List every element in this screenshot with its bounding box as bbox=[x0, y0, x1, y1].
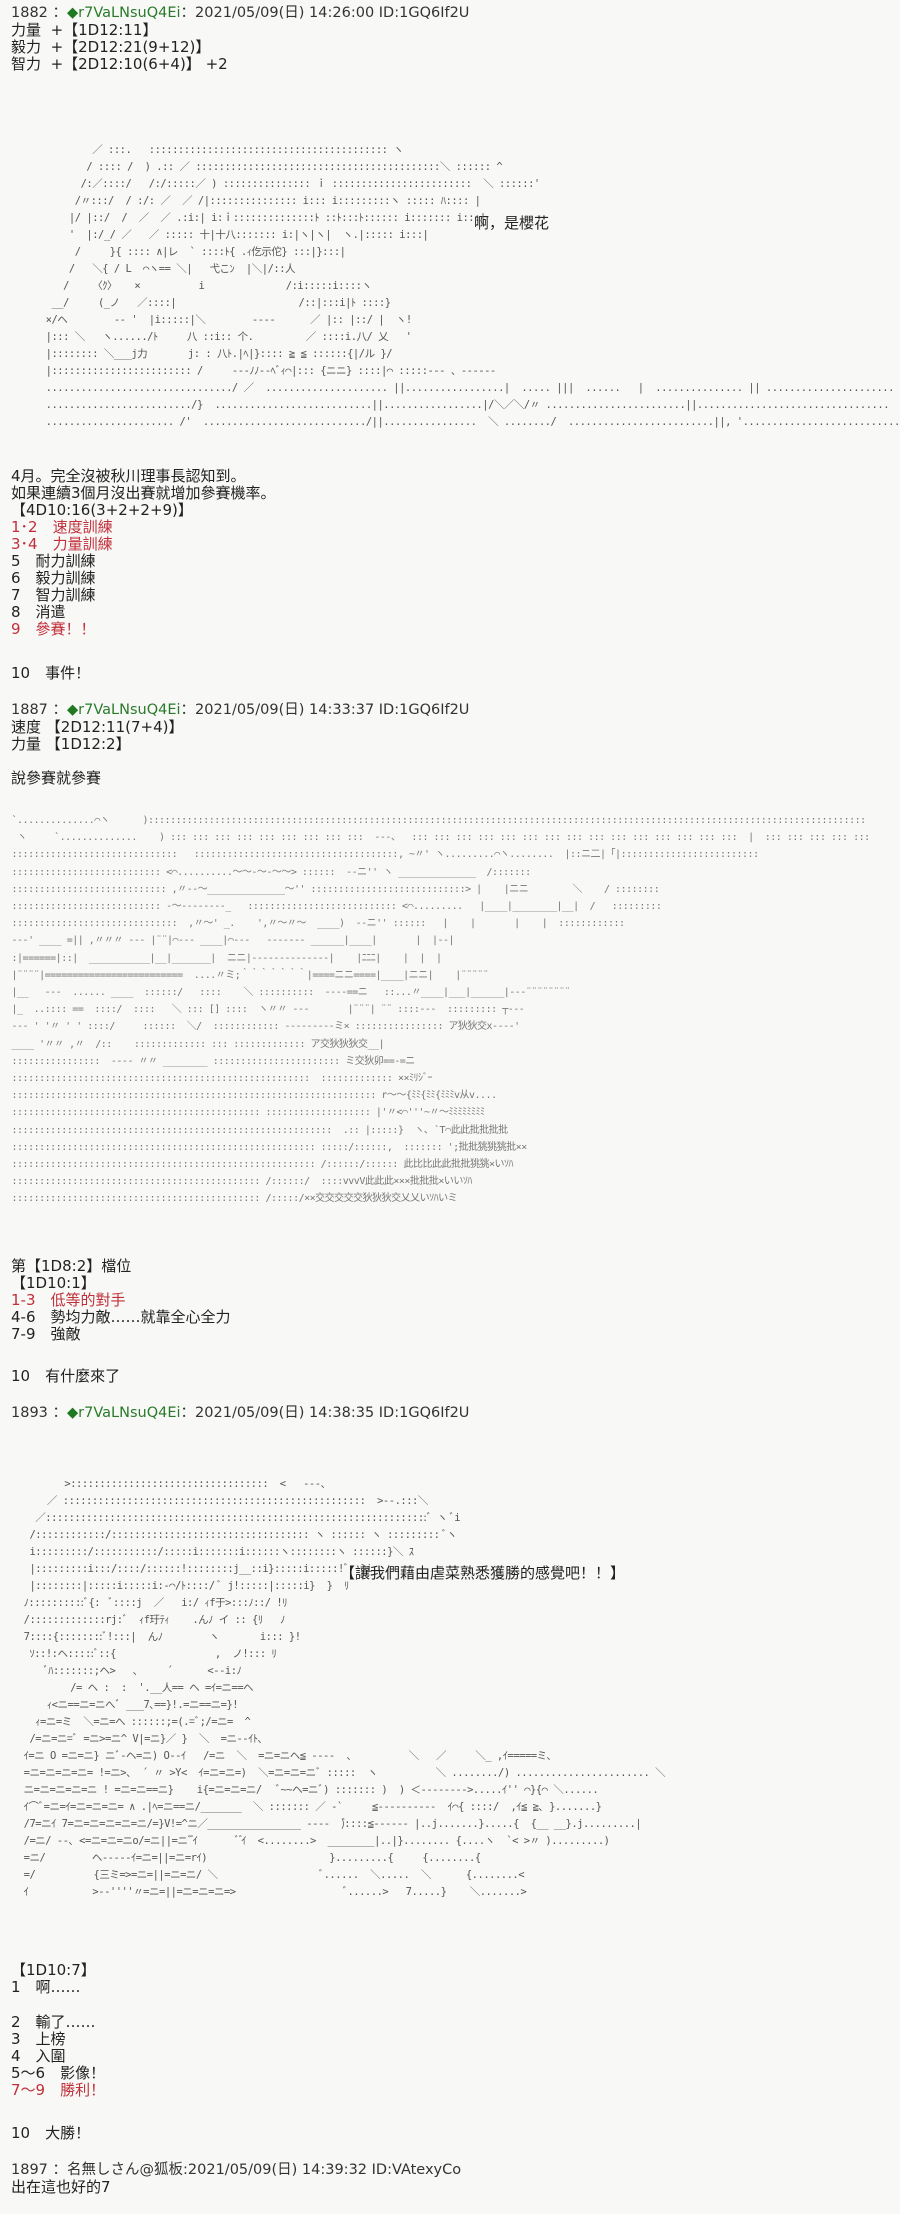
post-header: 1893 ：◆r7VaLNsuQ4Ei：2021/05/09(日) 14:38:… bbox=[11, 1405, 470, 1421]
post-header: 1887 ：◆r7VaLNsuQ4Ei：2021/05/09(日) 14:33:… bbox=[11, 702, 470, 718]
option-line: 6 毅力訓練 bbox=[11, 569, 96, 587]
option-line: 3･4 力量訓練 bbox=[11, 535, 113, 553]
post-header: 1897 ：名無しさん@狐板:2021/05/09(日) 14:39:32 ID… bbox=[11, 2162, 462, 2178]
post-date: :2021/05/09(日) 14:39:32 ID:VAtexyCo bbox=[183, 2162, 462, 2178]
post-date: ：2021/05/09(日) 14:26:00 ID:1GQ6If2U bbox=[180, 5, 470, 21]
trip-diamond-icon: ◆ bbox=[67, 702, 79, 718]
dice-roll: 第【1D8:2】檔位 bbox=[11, 1257, 132, 1275]
intro-text: 說參賽就參賽 bbox=[11, 769, 102, 787]
option-line: 8 消遣 bbox=[11, 603, 66, 621]
post-number[interactable]: 1897 bbox=[11, 2162, 48, 2178]
ascii-art-girl: ／ :::. :::::::::::::::::::::::::::::::::… bbox=[45, 144, 900, 428]
option-line: 4-6 勢均力敵……就靠全心全力 bbox=[11, 1308, 231, 1326]
option-line: 10 事件！ bbox=[11, 664, 91, 682]
option-line: 5～6 影像！ bbox=[11, 2064, 106, 2082]
option-line: 7-9 強敵 bbox=[11, 1325, 81, 1343]
tripcode: r7VaLNsuQ4Ei bbox=[78, 702, 181, 718]
option-line: 3 上榜 bbox=[11, 2030, 66, 2048]
poster-name: 名無しさん@狐板 bbox=[67, 2162, 184, 2178]
trip-diamond-icon: ◆ bbox=[67, 5, 79, 21]
option-line: 2 輸了…… bbox=[11, 2013, 96, 2031]
speech-text: 啊，是櫻花 bbox=[474, 214, 550, 232]
option-line: 7 智力訓練 bbox=[11, 586, 96, 604]
option-line: 10 大勝！ bbox=[11, 2124, 91, 2142]
post-header: 1882 ：◆r7VaLNsuQ4Ei：2021/05/09(日) 14:26:… bbox=[11, 5, 470, 21]
instruction-line: 4月。完全沒被秋川理事長認知到。 bbox=[11, 467, 246, 485]
option-line: 4 入圍 bbox=[11, 2047, 66, 2065]
post-number[interactable]: 1882 bbox=[11, 5, 48, 21]
stat-line: 力量 +【1D12:11】 bbox=[11, 21, 158, 39]
post-date: ：2021/05/09(日) 14:38:35 ID:1GQ6If2U bbox=[180, 1405, 470, 1421]
tripcode: r7VaLNsuQ4Ei bbox=[78, 5, 181, 21]
option-line: 5 耐力訓練 bbox=[11, 552, 96, 570]
dice-roll: 【1D10:1】 bbox=[11, 1274, 96, 1292]
ascii-art-racecourse: `..............⌒ヽ ):::::::::::::::::::::… bbox=[11, 815, 871, 1205]
trip-diamond-icon: ◆ bbox=[67, 1405, 79, 1421]
post-date: ：2021/05/09(日) 14:33:37 ID:1GQ6If2U bbox=[180, 702, 470, 718]
option-line: 10 有什麼來了 bbox=[11, 1367, 121, 1385]
ascii-art-girl-running: >:::::::::::::::::::::::::::::::::: < --… bbox=[23, 1478, 666, 1898]
post-body: 出在這也好的7 bbox=[11, 2178, 111, 2196]
post-number[interactable]: 1893 bbox=[11, 1405, 48, 1421]
stat-line: 力量 【1D12:2】 bbox=[11, 735, 131, 753]
option-line: 1･2 速度訓練 bbox=[11, 518, 113, 536]
option-line: 7～9 勝利！ bbox=[11, 2081, 106, 2099]
option-line: 1 啊…… bbox=[11, 1978, 81, 1996]
dice-roll: 【1D10:7】 bbox=[11, 1961, 96, 1979]
stat-line: 智力 +【2D12:10(6+4)】 +2 bbox=[11, 55, 228, 73]
tripcode: r7VaLNsuQ4Ei bbox=[78, 1405, 181, 1421]
post-number[interactable]: 1887 bbox=[11, 702, 48, 718]
option-line: 9 參賽！！ bbox=[11, 620, 96, 638]
instruction-line: 如果連續3個月沒出賽就增加參賽機率。 bbox=[11, 484, 276, 502]
dice-roll: 【4D10:16(3+2+2+9)】 bbox=[11, 501, 193, 519]
stat-line: 毅力 +【2D12:21(9+12)】 bbox=[11, 38, 211, 56]
speech-text: 【讓我們藉由虐菜熟悉獲勝的感覺吧！！】 bbox=[340, 1564, 626, 1582]
option-line: 1-3 低等的對手 bbox=[11, 1291, 126, 1309]
stat-line: 速度 【2D12:11(7+4)】 bbox=[11, 718, 184, 736]
